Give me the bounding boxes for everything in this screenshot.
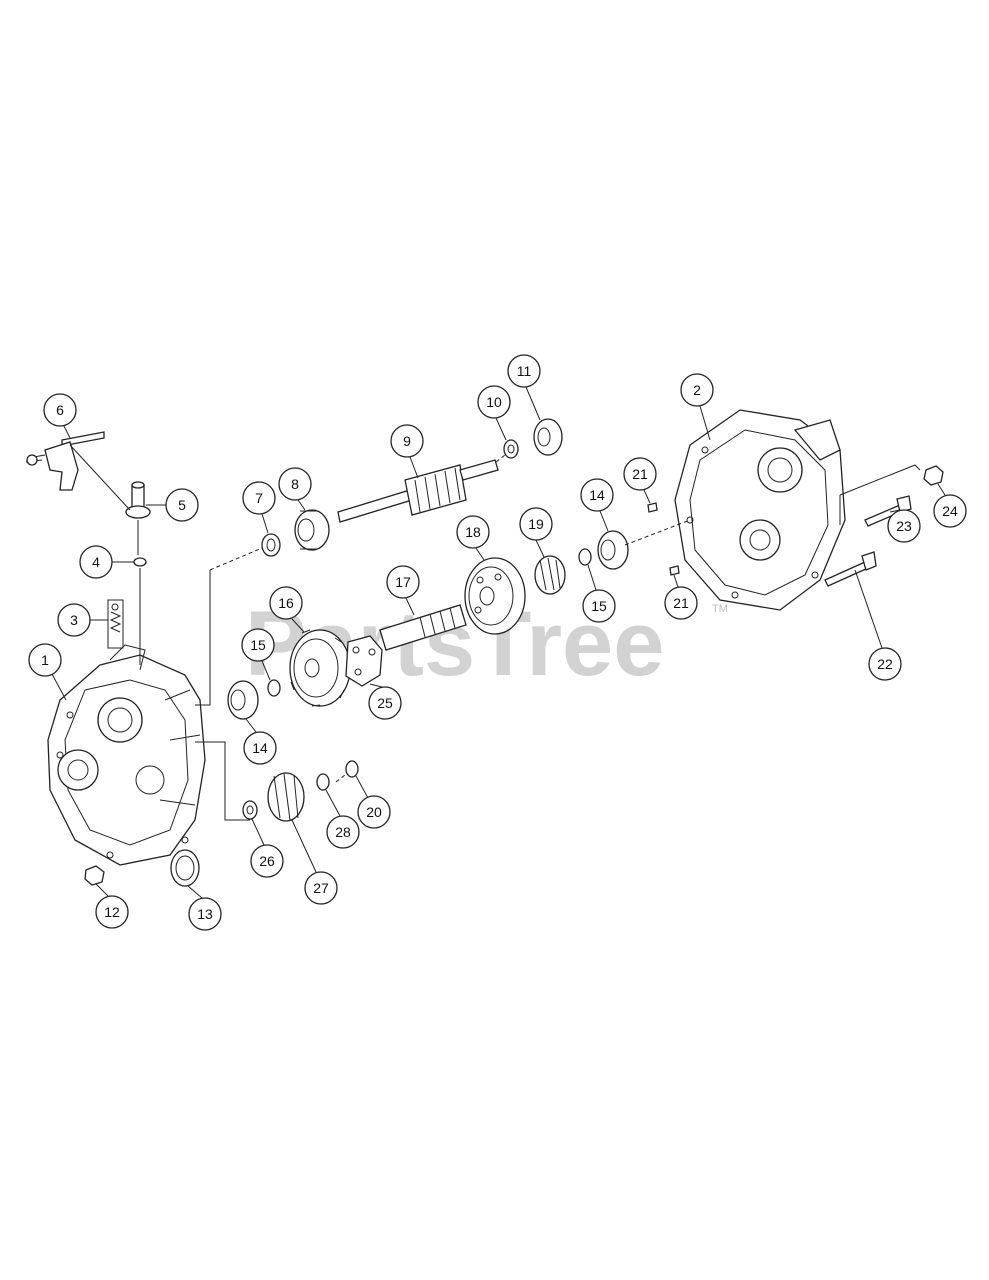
spur-gear-part-16 — [289, 629, 351, 707]
callout-24: 24 — [933, 483, 967, 528]
leader-lines — [69, 444, 921, 821]
svg-text:1: 1 — [41, 652, 49, 668]
detent-spring-part — [107, 599, 124, 649]
callout-17: 17 — [386, 565, 420, 616]
callout-26: 26 — [250, 818, 284, 878]
svg-text:6: 6 — [56, 402, 64, 418]
washer-part-15-right — [578, 548, 592, 566]
callout-8: 8 — [278, 467, 312, 511]
svg-text:5: 5 — [178, 497, 186, 513]
callout-15-left: 15 — [241, 628, 275, 681]
seal-ring-part-13 — [170, 849, 200, 887]
callout-22: 22 — [854, 569, 902, 681]
callout-10: 10 — [477, 385, 511, 441]
callout-25: 25 — [368, 683, 402, 720]
washer-part-28 — [316, 773, 330, 791]
housing-left-part — [47, 644, 206, 866]
svg-text:13: 13 — [197, 906, 213, 922]
washer-part-26 — [242, 800, 258, 820]
bearing-part-8 — [294, 509, 330, 551]
callout-1: 1 — [28, 643, 67, 701]
svg-text:8: 8 — [291, 476, 299, 492]
dowel-pin-part-21-lower — [669, 565, 680, 576]
callout-21-upper: 21 — [623, 457, 657, 504]
bolt-part-22 — [824, 551, 877, 587]
input-shaft-part — [337, 459, 499, 523]
callout-7: 7 — [242, 481, 276, 534]
watermark-trademark: TM — [712, 603, 728, 615]
svg-text:15: 15 — [250, 637, 266, 653]
shift-shaft-part — [125, 481, 151, 519]
svg-text:16: 16 — [278, 595, 294, 611]
callout-12: 12 — [95, 883, 129, 929]
helical-pinion-part-19 — [534, 555, 566, 595]
bolt-part-23 — [864, 495, 912, 527]
countershaft-part — [379, 604, 467, 651]
callout-5: 5 — [146, 488, 199, 522]
callout-14-left: 14 — [243, 718, 277, 765]
drain-plug-part — [84, 865, 105, 886]
callout-14-right: 14 — [580, 478, 614, 532]
hub-part-25 — [345, 635, 383, 687]
svg-text:21: 21 — [632, 466, 648, 482]
callout-28: 28 — [325, 789, 360, 849]
callout-9: 9 — [390, 424, 424, 479]
nut-part-24 — [923, 465, 944, 486]
svg-text:12: 12 — [104, 904, 120, 920]
bearing-part-14-left — [227, 680, 259, 720]
svg-text:10: 10 — [486, 394, 502, 410]
dowel-pin-part-21-upper — [647, 502, 658, 513]
callout-6: 6 — [43, 393, 77, 439]
callout-23: 23 — [887, 509, 921, 543]
svg-text:20: 20 — [366, 804, 382, 820]
callout-4: 4 — [79, 545, 134, 579]
housing-right-part — [674, 409, 846, 611]
callout-13: 13 — [187, 885, 222, 931]
svg-text:4: 4 — [92, 554, 100, 570]
svg-text:23: 23 — [896, 518, 912, 534]
callout-21-lower: 21 — [664, 574, 698, 620]
spur-gear-part-18 — [464, 557, 526, 635]
svg-text:7: 7 — [255, 490, 263, 506]
svg-text:22: 22 — [877, 656, 893, 672]
o-ring-part — [133, 557, 147, 567]
washer-part-15-left — [267, 679, 281, 697]
svg-text:25: 25 — [377, 695, 393, 711]
callout-18: 18 — [456, 515, 490, 561]
svg-text:11: 11 — [517, 363, 532, 379]
small-gear-part-27 — [267, 772, 305, 822]
svg-text:3: 3 — [70, 612, 78, 628]
svg-text:18: 18 — [465, 524, 481, 540]
callout-20: 20 — [355, 775, 391, 829]
callout-16: 16 — [269, 586, 305, 633]
svg-text:21: 21 — [673, 595, 689, 611]
bearing-part-11 — [533, 418, 563, 456]
callout-11: 11 — [507, 354, 541, 421]
callout-2: 2 — [680, 373, 714, 441]
callout-3: 3 — [57, 603, 108, 637]
svg-text:14: 14 — [589, 487, 605, 503]
seal-part-7 — [261, 533, 281, 557]
callout-19: 19 — [519, 507, 553, 558]
svg-text:2: 2 — [693, 382, 701, 398]
svg-text:17: 17 — [395, 574, 411, 590]
svg-text:28: 28 — [335, 824, 351, 840]
washer-part-10 — [503, 439, 519, 459]
svg-text:15: 15 — [591, 598, 607, 614]
bearing-part-14-right — [597, 530, 629, 570]
svg-text:19: 19 — [528, 516, 544, 532]
snap-ring-part-20 — [345, 760, 359, 778]
callout-15-right: 15 — [582, 564, 616, 623]
svg-text:14: 14 — [252, 740, 268, 756]
svg-text:24: 24 — [942, 503, 958, 519]
svg-text:27: 27 — [313, 880, 329, 896]
callout-27: 27 — [291, 819, 338, 905]
shift-fork-part — [25, 431, 105, 491]
svg-text:26: 26 — [259, 853, 275, 869]
svg-text:9: 9 — [403, 433, 411, 449]
